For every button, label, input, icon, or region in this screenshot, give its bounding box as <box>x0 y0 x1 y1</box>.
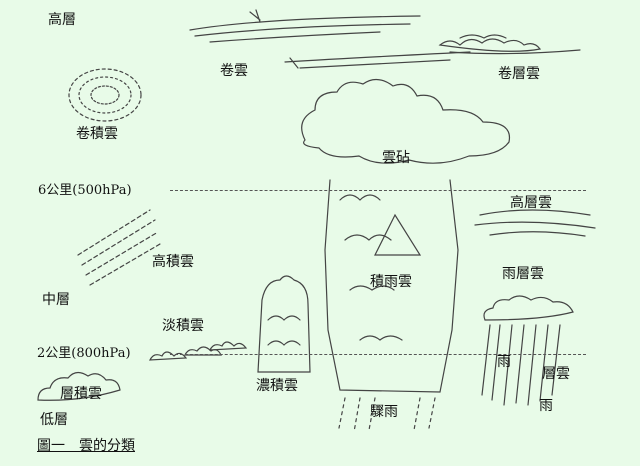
anvil-label: 雲砧 <box>382 150 410 166</box>
layer-low-label: 低層 <box>40 412 68 428</box>
altostratus-label: 高層雲 <box>510 195 552 211</box>
altocumulus-sketch <box>77 209 161 286</box>
cirrostratus-label: 卷層雲 <box>498 66 540 82</box>
altostratus-sketch <box>474 209 596 237</box>
cirrostratus-sketch <box>438 34 581 55</box>
cirrocumulus-label: 卷積雲 <box>76 126 118 142</box>
nimbostratus-label: 雨層雲 <box>502 266 544 282</box>
layer-high-label: 高層 <box>48 12 76 28</box>
altitude-2km-label: 2公里(800hPa) <box>37 346 131 361</box>
cirrocumulus-sketch <box>68 68 142 122</box>
stratus-label: 層雲 <box>542 366 570 382</box>
rain-label-right: 雨 <box>539 398 553 414</box>
cumulonimbus-sketch <box>301 78 511 393</box>
altocumulus-label: 高積雲 <box>152 254 194 270</box>
cumulus-congestus-sketch <box>257 275 311 373</box>
stratocumulus-label: 層積雲 <box>60 386 102 402</box>
shower-label: 驟雨 <box>370 404 398 420</box>
altitude-line-6km <box>170 190 586 191</box>
shower-sketch <box>338 397 436 433</box>
rain-label-left: 雨 <box>497 354 511 370</box>
figure-caption: 圖一 雲的分類 <box>37 438 135 454</box>
altitude-6km-label: 6公里(500hPa) <box>38 183 132 198</box>
stratocumulus-sketch <box>37 371 121 401</box>
nimbostratus-sketch <box>481 295 574 406</box>
cirrus-label: 卷雲 <box>220 63 248 79</box>
cumulonimbus-label: 積雨雲 <box>370 274 412 290</box>
cumulus-humilis-label: 淡積雲 <box>162 318 204 334</box>
cumulus-humilis-sketch <box>149 341 248 361</box>
cumulus-congestus-label: 濃積雲 <box>256 378 298 394</box>
layer-middle-label: 中層 <box>42 292 70 308</box>
altitude-line-2km <box>170 354 586 355</box>
cirrus-sketch <box>189 9 471 69</box>
